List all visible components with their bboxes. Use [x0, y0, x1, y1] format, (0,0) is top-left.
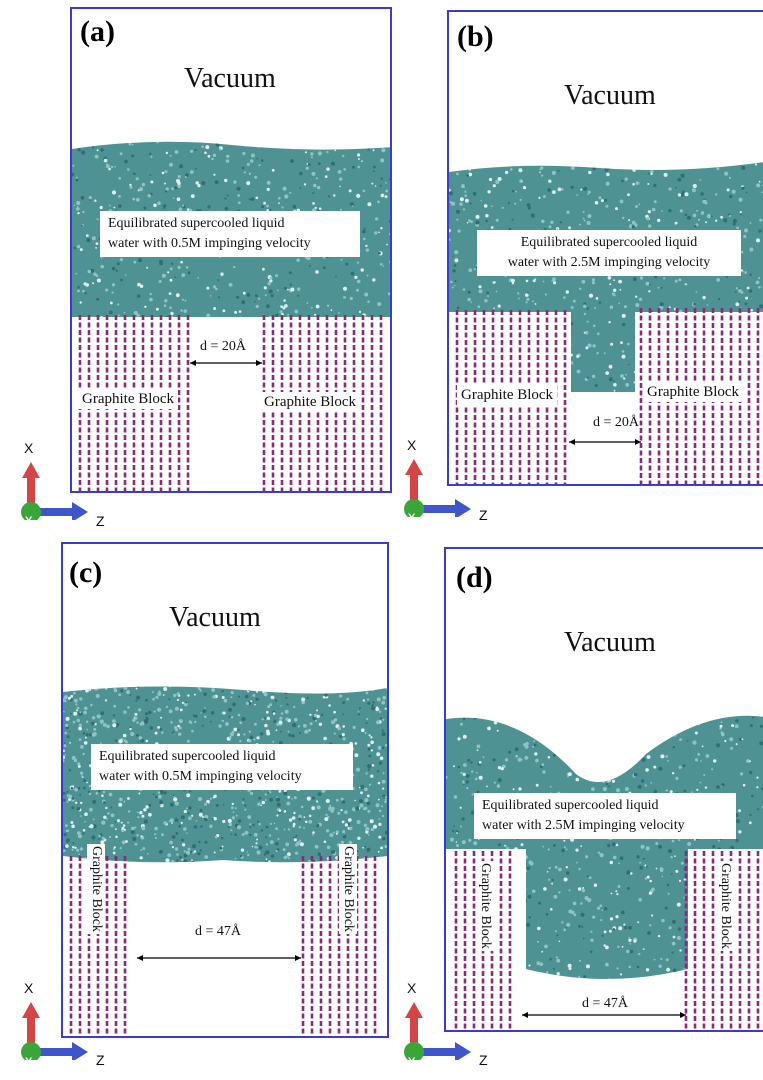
- x-axis-label: X: [24, 980, 34, 996]
- annotation-line-1: Equilibrated supercooled liquid: [520, 235, 698, 250]
- pore-width-arrow: [137, 955, 301, 961]
- annotation-line-2: water with 0.5M impinging velocity: [108, 236, 311, 251]
- graphite-block-left-label: Graphite Block: [78, 389, 179, 409]
- pore-width-arrow: [190, 360, 262, 366]
- graphite-block-left: [455, 310, 567, 484]
- panel-b: (b) Vacuum Equilibrated supercooled liqu…: [447, 10, 763, 486]
- graphite-block-right-label: Graphite Block: [260, 392, 361, 412]
- triad-arrows: [21, 1002, 88, 1062]
- annotation-line-1: Equilibrated supercooled liquid: [482, 798, 659, 813]
- triad-arrows: [404, 1002, 471, 1062]
- vacuum-label: Vacuum: [169, 602, 261, 633]
- pore-width-label: d = 47Å: [195, 924, 242, 939]
- vacuum-label: Vacuum: [564, 627, 656, 658]
- graphite-block-right-label: Graphite Block: [339, 844, 357, 934]
- panel-a: (a) Vacuum Equilibrated supercooled liqu…: [70, 7, 392, 493]
- x-axis-label: X: [407, 980, 417, 996]
- water-annotation: Equilibrated supercooled liquid water wi…: [91, 744, 353, 790]
- annotation-line-2: water with 0.5M impinging velocity: [99, 769, 302, 784]
- pore-width-arrow: [522, 1012, 686, 1018]
- panel-label: (a): [80, 15, 115, 48]
- z-axis-label: Z: [479, 1052, 488, 1068]
- graphite-block-right: [301, 856, 377, 1036]
- panel-d: (d) Vacuum Equilibrated supercooled liqu…: [444, 547, 763, 1032]
- axis-arrows: [404, 1002, 471, 1062]
- axis-triad-b: X Y Z: [393, 437, 493, 524]
- x-axis-label: X: [24, 440, 34, 456]
- annotation-line-2: water with 2.5M impinging velocity: [482, 818, 685, 833]
- y-axis-label: Y: [25, 1056, 33, 1068]
- z-axis-label: Z: [479, 507, 488, 523]
- triad-arrows: [404, 459, 471, 519]
- graphite-block-right-label: Graphite Block: [643, 382, 744, 402]
- water-annotation: Equilibrated supercooled liquid water wi…: [474, 793, 736, 839]
- graphite-block-left-label: Graphite Block: [476, 861, 494, 951]
- panel-label: (b): [457, 20, 494, 53]
- graphite-block-right-label: Graphite Block: [716, 861, 734, 951]
- panel-label: (d): [456, 561, 493, 594]
- axis-triad-a: X Y Z: [10, 440, 110, 529]
- pore-width-label: d = 20Å: [593, 415, 640, 430]
- vacuum-label: Vacuum: [184, 63, 276, 94]
- annotation-line-1: Equilibrated supercooled liquid: [108, 216, 285, 231]
- water-annotation: Equilibrated supercooled liquid water wi…: [100, 211, 360, 257]
- simulation-render-d: [446, 715, 763, 1030]
- pore-width-arrow: [569, 439, 641, 445]
- water-annotation: Equilibrated supercooled liquid water wi…: [477, 230, 741, 276]
- vacuum-label: Vacuum: [564, 80, 656, 111]
- x-axis-label: X: [407, 437, 417, 453]
- axis-arrows: [404, 459, 471, 519]
- axis-triad-d: X Y Z: [393, 980, 493, 1068]
- annotation-line-1: Equilibrated supercooled liquid: [99, 749, 276, 764]
- z-axis-label: Z: [96, 1052, 105, 1068]
- axis-arrows: [21, 462, 88, 522]
- axis-arrows: [21, 1002, 88, 1062]
- z-axis-label: Z: [96, 513, 105, 529]
- simulation-render-b: [449, 162, 763, 484]
- water-slab: [446, 715, 763, 979]
- pore-width-label: d = 47Å: [582, 996, 629, 1011]
- panel-c-extension: (c) Vacuum Equilibrated supercooled liqu…: [61, 542, 389, 1038]
- y-axis-label: Y: [408, 512, 416, 524]
- axis-triad-c: X Y Z: [10, 980, 110, 1068]
- y-axis-label: Y: [408, 1056, 416, 1068]
- triad-arrows: [21, 462, 88, 522]
- annotation-line-2: water with 2.5M impinging velocity: [507, 255, 711, 270]
- y-axis-label: Y: [25, 515, 33, 527]
- graphite-block-left-label: Graphite Block: [457, 385, 558, 405]
- panel-label: (c): [69, 556, 103, 589]
- pore-width-label: d = 20Å: [200, 339, 247, 354]
- graphite-block-left-label: Graphite Block: [87, 844, 105, 934]
